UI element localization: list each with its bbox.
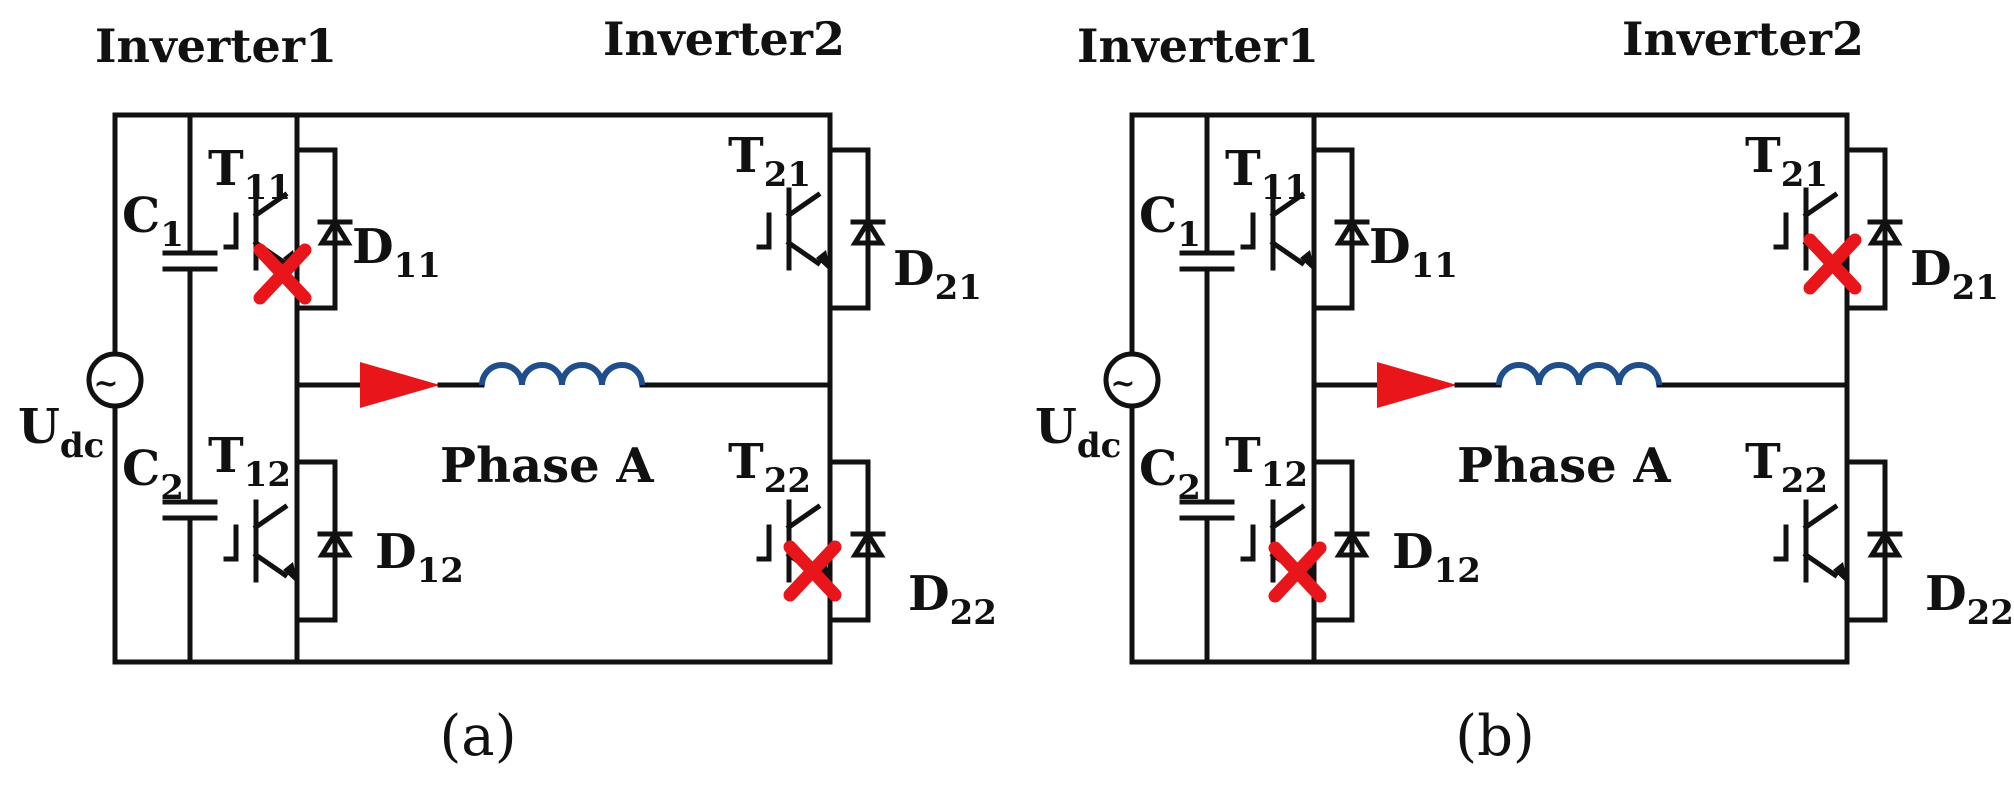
fault-mark-t11 bbox=[253, 243, 312, 305]
udc-label: Udc bbox=[1035, 399, 1121, 466]
phase-label: Phase A bbox=[440, 438, 654, 494]
current-arrow bbox=[360, 362, 440, 408]
t22-label: T22 bbox=[728, 434, 811, 501]
inductor bbox=[479, 362, 645, 386]
inverter2-label: Inverter2 bbox=[603, 12, 845, 66]
inverter1-label: Inverter1 bbox=[1077, 19, 1319, 73]
current-arrow bbox=[1377, 362, 1457, 408]
d12-label: D12 bbox=[1392, 524, 1481, 591]
capacitor-c1 bbox=[162, 250, 218, 272]
svg-text:~: ~ bbox=[1110, 366, 1135, 401]
phase-label: Phase A bbox=[1457, 438, 1671, 494]
d21-label: D21 bbox=[893, 241, 982, 308]
d11-label: D11 bbox=[1369, 219, 1458, 286]
inverter1-label: Inverter1 bbox=[95, 19, 337, 73]
circuit-wires bbox=[112, 112, 833, 665]
switch-t21 bbox=[756, 147, 886, 311]
c2-label: C2 bbox=[122, 441, 184, 508]
inductor bbox=[1496, 362, 1662, 386]
capacitor-c2 bbox=[1179, 499, 1235, 521]
d11-label: D11 bbox=[352, 219, 441, 286]
c1-label: C1 bbox=[1139, 188, 1201, 255]
caption-b: (b) bbox=[1455, 704, 1535, 769]
fault-mark-t12 bbox=[1268, 541, 1327, 603]
d22-label: D22 bbox=[908, 566, 997, 633]
t22-label: T22 bbox=[1745, 434, 1828, 501]
svg-text:~: ~ bbox=[93, 366, 118, 401]
circuit-wires bbox=[1129, 112, 1850, 665]
t11-label: T11 bbox=[208, 141, 291, 208]
switch-t12 bbox=[223, 459, 353, 623]
switch-t12 bbox=[1240, 459, 1370, 623]
switch-t22 bbox=[1773, 459, 1903, 623]
fault-mark-t21 bbox=[1803, 233, 1862, 295]
t21-label: T21 bbox=[1745, 128, 1828, 195]
capacitor-c2 bbox=[162, 499, 218, 521]
dc-source: ~ bbox=[86, 351, 144, 409]
c1-label: C1 bbox=[122, 188, 184, 255]
caption-a: (a) bbox=[439, 704, 516, 769]
panel-b: Inverter1 Inverter2 ~ Udc C1 bbox=[1035, 12, 2014, 769]
d12-label: D12 bbox=[375, 524, 464, 591]
fault-mark-t22 bbox=[783, 540, 842, 602]
t12-label: T12 bbox=[208, 428, 291, 495]
capacitor-c1 bbox=[1179, 250, 1235, 272]
t21-label: T21 bbox=[728, 128, 811, 195]
switch-t21 bbox=[1773, 147, 1903, 311]
switch-t11 bbox=[1240, 147, 1370, 311]
udc-label: Udc bbox=[18, 399, 104, 466]
d21-label: D21 bbox=[1910, 241, 1999, 308]
c2-label: C2 bbox=[1139, 441, 1201, 508]
t12-label: T12 bbox=[1225, 428, 1308, 495]
dc-source: ~ bbox=[1103, 351, 1161, 409]
inverter2-label: Inverter2 bbox=[1622, 12, 1864, 66]
t11-label: T11 bbox=[1225, 141, 1308, 208]
panel-a: Inverter1 Inverter2 ~ Udc bbox=[18, 12, 997, 769]
d22-label: D22 bbox=[1925, 566, 2014, 633]
